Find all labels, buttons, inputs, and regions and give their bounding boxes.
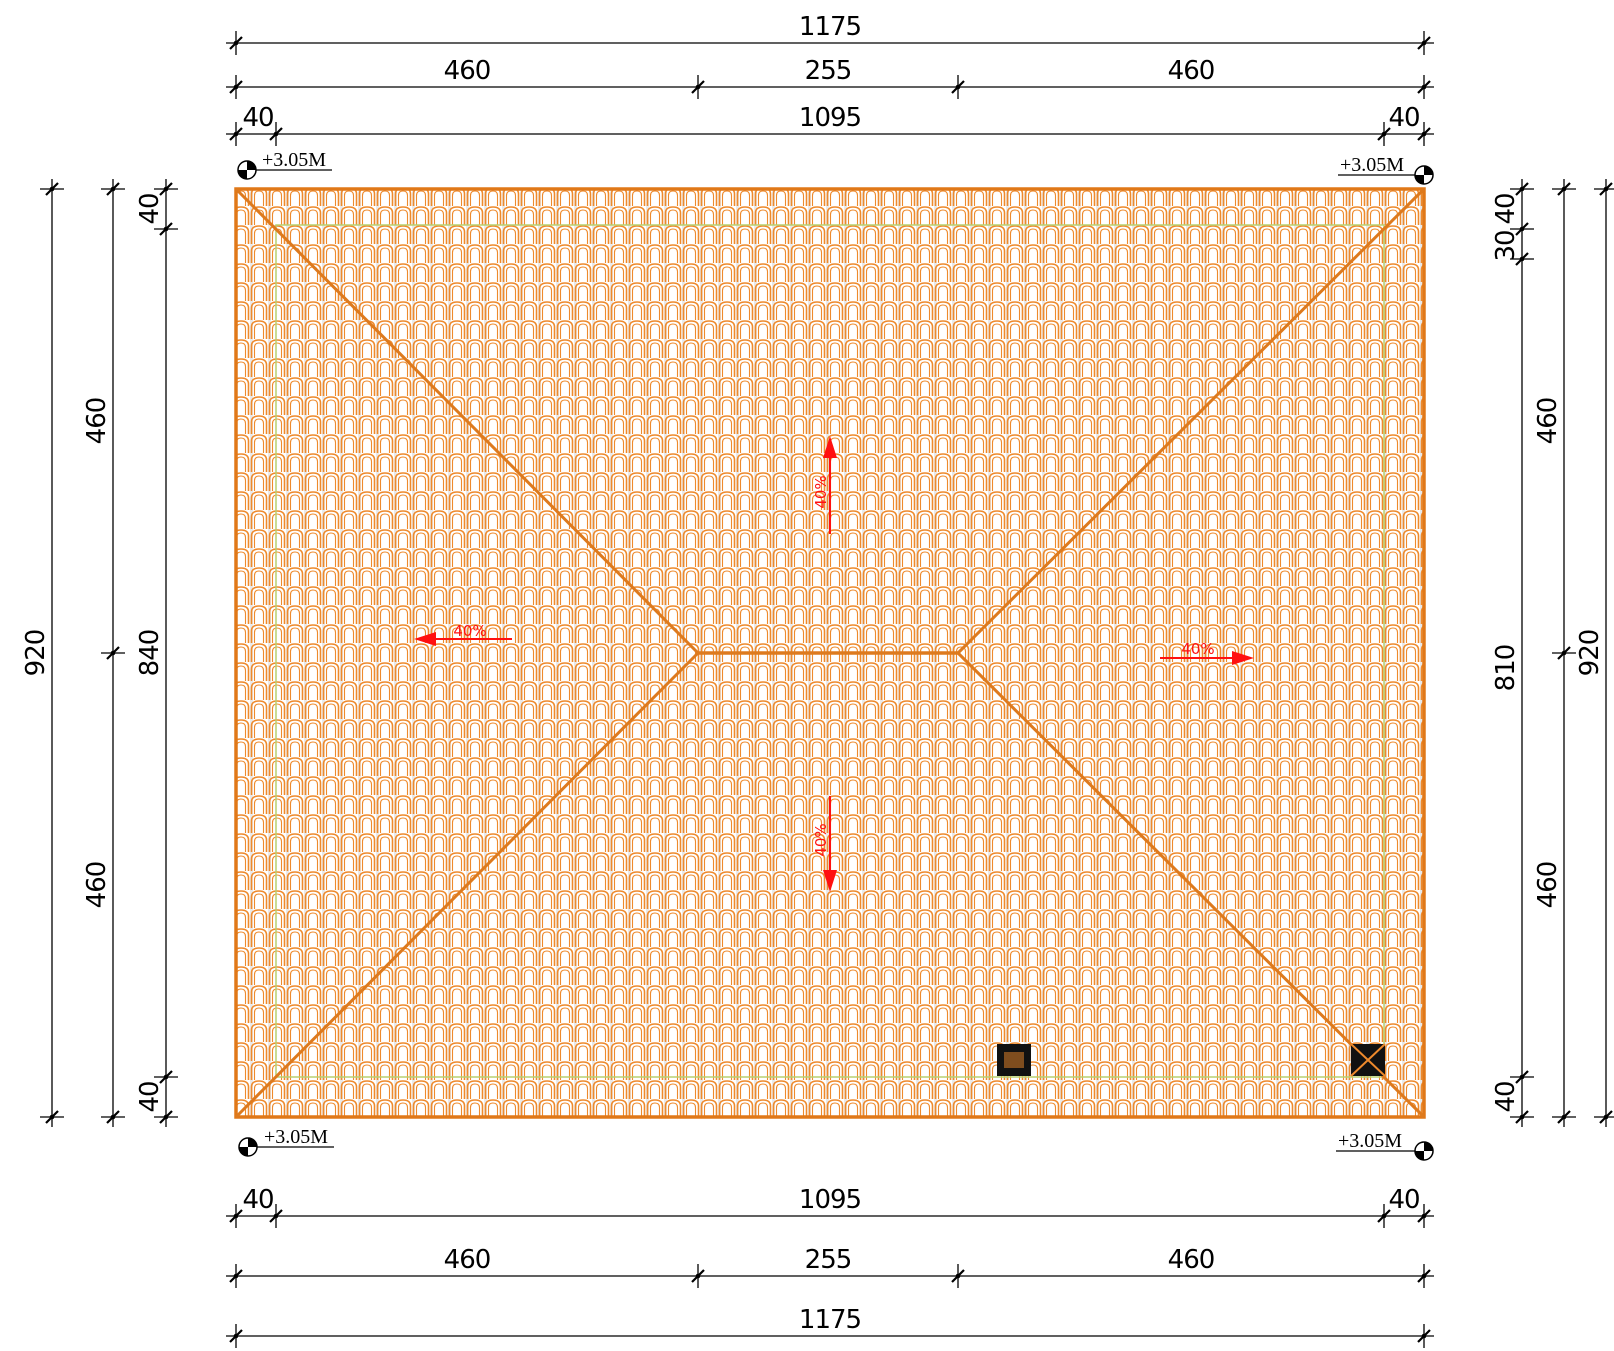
dimension-dot: [273, 1213, 279, 1219]
elevation-label: +3.05M: [1340, 154, 1404, 176]
chimney-icon: [997, 1044, 1031, 1076]
dimension-label: 40: [135, 1081, 165, 1112]
dimension-label: 40: [1491, 1081, 1521, 1112]
dimension-label: 460: [82, 398, 112, 445]
dimension-label: 255: [805, 56, 852, 86]
hip-line: [956, 187, 1426, 655]
slope-label: 40%: [1181, 640, 1214, 658]
dimension-label: 40: [1491, 193, 1521, 224]
dimension-dot: [233, 1213, 239, 1219]
dimension-dot: [110, 1114, 116, 1120]
hip-line: [234, 651, 700, 1119]
dimension-label: 40: [135, 193, 165, 224]
dimension-dot: [1603, 186, 1609, 192]
hip-line: [234, 187, 700, 655]
elevation-label: +3.05M: [264, 1126, 328, 1148]
dimension-dot: [1519, 1114, 1525, 1120]
dimension-label: 460: [1168, 56, 1215, 86]
dimension-label: 460: [1533, 398, 1563, 445]
dimension-dot: [1561, 650, 1567, 656]
dimension-dot: [1421, 1333, 1427, 1339]
dimension-label: 1095: [799, 1185, 861, 1215]
slope-arrow-north: 40%: [812, 436, 837, 534]
dimension-dot: [110, 186, 116, 192]
dimension-dot: [1381, 1213, 1387, 1219]
dimension-dot: [233, 131, 239, 137]
hip-ridge-lines: [234, 187, 1426, 1119]
slope-arrow-west: 40%: [414, 622, 512, 646]
dimension-dot: [233, 84, 239, 90]
dimension-label: 460: [444, 1245, 491, 1275]
dimension-dot: [163, 1074, 169, 1080]
slope-arrow-south: 40%: [812, 796, 837, 892]
dimension-dot: [49, 1114, 55, 1120]
dimension-dot: [163, 186, 169, 192]
elevation-label: +3.05M: [1338, 1130, 1402, 1152]
dimension-dot: [1561, 1114, 1567, 1120]
elevation-marker-bottom-left: +3.05M: [238, 1126, 334, 1157]
dimension-dot: [1519, 226, 1525, 232]
dimension-dot: [1381, 131, 1387, 137]
dimension-dot: [233, 1333, 239, 1339]
dimension-dot: [1603, 1114, 1609, 1120]
dimension-dot: [1519, 256, 1525, 262]
dimension-dot: [1519, 1074, 1525, 1080]
dimension-label: 255: [805, 1245, 852, 1275]
dimension-dot: [163, 226, 169, 232]
slope-arrow-east: 40%: [1160, 640, 1254, 665]
dimension-dot: [1421, 1273, 1427, 1279]
dimension-label: 920: [21, 630, 51, 677]
dimension-dot: [233, 1273, 239, 1279]
dimension-label: 1175: [799, 12, 861, 42]
dimension-dot: [1519, 186, 1525, 192]
roof-outline: [234, 187, 1426, 1119]
dimension-dot: [695, 1273, 701, 1279]
dimension-label: 40: [1388, 103, 1419, 133]
dimension-label: 40: [242, 103, 273, 133]
elevation-marker-bottom-right: +3.05M: [1336, 1130, 1434, 1161]
dimension-label: 40: [1388, 1185, 1419, 1215]
slope-label: 40%: [812, 475, 830, 508]
slope-label: 40%: [453, 622, 486, 640]
chimney-icon: [1350, 1043, 1386, 1077]
dimension-dot: [233, 40, 239, 46]
dimension-label: 920: [1575, 630, 1605, 677]
eave-line: [275, 224, 1385, 1078]
dimension-label: 810: [1491, 645, 1521, 692]
dimension-label: 460: [1533, 862, 1563, 909]
dimension-label: 40: [242, 1185, 273, 1215]
hip-line: [956, 651, 1426, 1119]
dimension-dot: [955, 84, 961, 90]
dimension-label: 460: [1168, 1245, 1215, 1275]
dimension-dot: [1421, 1213, 1427, 1219]
dimension-lines: 1175 460 255 460 40 1095 40 40 1095 40 460 255 460 11…: [21, 12, 1614, 1348]
dimension-dot: [1561, 186, 1567, 192]
slope-label: 40%: [812, 823, 830, 856]
dimension-dot: [1421, 84, 1427, 90]
dimension-dot: [1421, 131, 1427, 137]
dimension-label: 30: [1491, 230, 1521, 261]
dimension-label: 460: [444, 56, 491, 86]
dimension-dot: [49, 186, 55, 192]
dimension-dot: [695, 84, 701, 90]
dimension-label: 840: [135, 630, 165, 677]
dimension-dot: [163, 1114, 169, 1120]
dimension-label: 460: [82, 862, 112, 909]
dimension-label: 1175: [799, 1305, 861, 1335]
dimension-label: 1095: [799, 103, 861, 133]
elevation-label: +3.05M: [262, 149, 326, 171]
dimension-dot: [955, 1273, 961, 1279]
dimension-dot: [273, 131, 279, 137]
dimension-dot: [1421, 40, 1427, 46]
elevation-marker-top-left: +3.05M: [237, 149, 332, 180]
dimension-dot: [110, 650, 116, 656]
elevation-marker-top-right: +3.05M: [1338, 154, 1434, 185]
